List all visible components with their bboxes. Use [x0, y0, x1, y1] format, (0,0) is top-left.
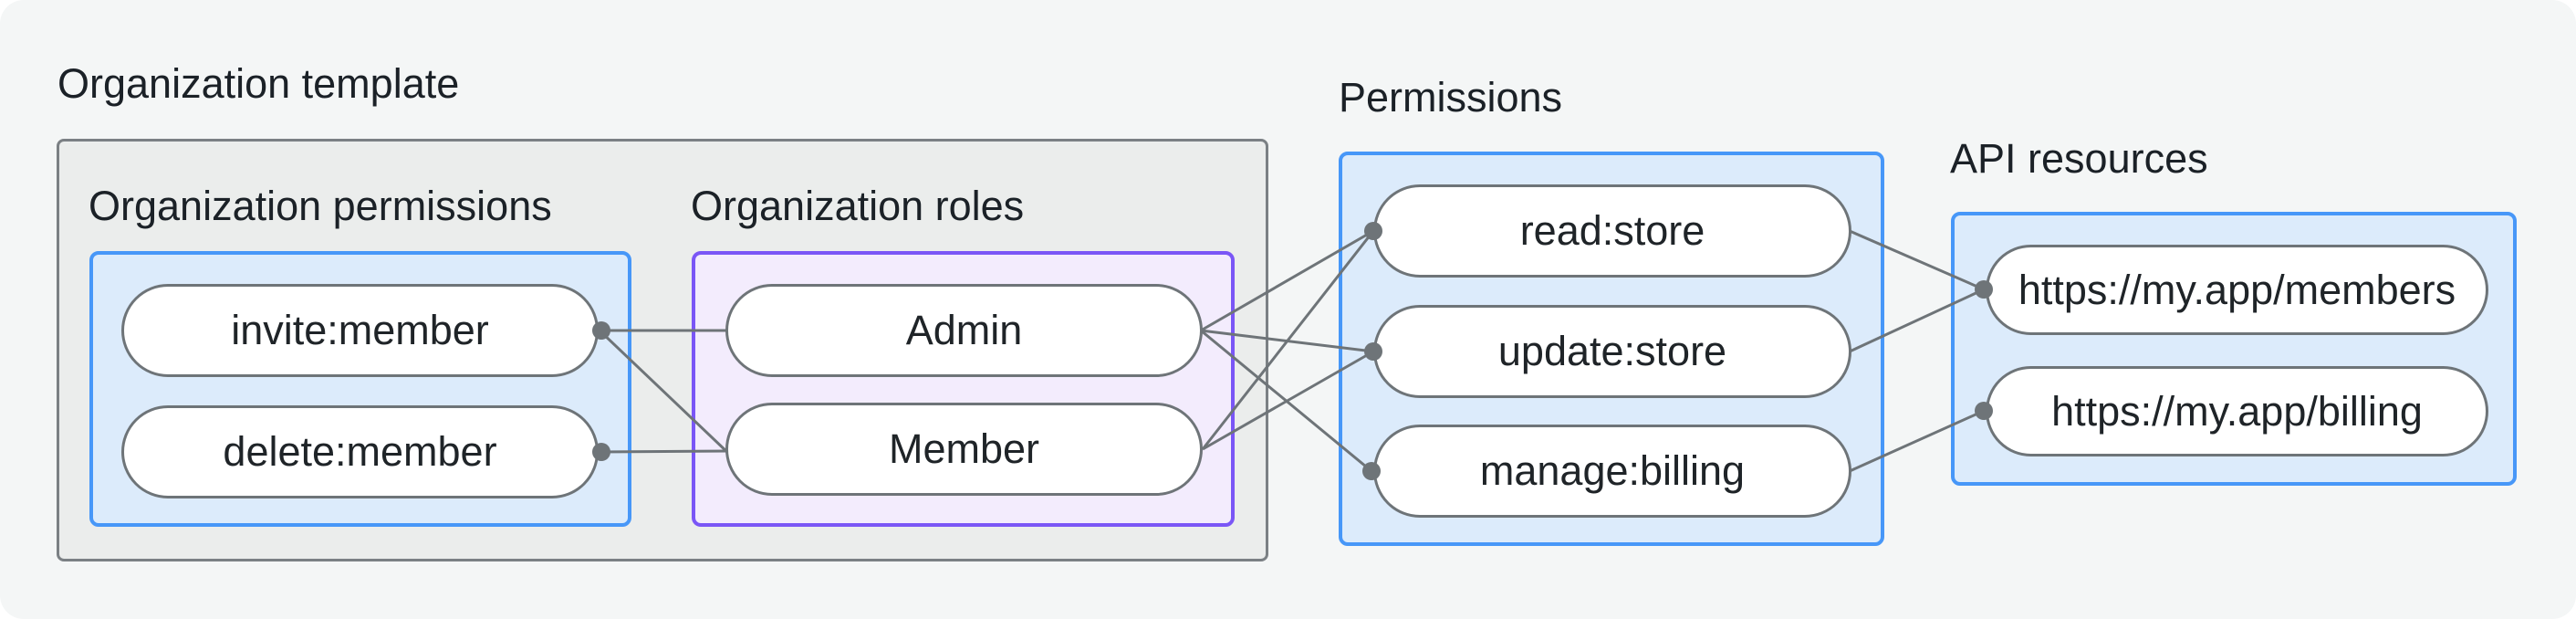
edge-dot-read_store — [1364, 222, 1382, 240]
edge-read_store-to-members_api — [1849, 229, 1985, 291]
organization-template-label: Organization template — [57, 60, 460, 107]
edge-dot-invite_member — [592, 321, 610, 340]
edge-delete_member-to-member — [599, 449, 731, 454]
edge-dot-members_api — [1975, 280, 1993, 299]
organization-roles-label: Organization roles — [691, 183, 1025, 229]
node-member-role: Member — [725, 403, 1203, 496]
node-manage-billing: manage:billing — [1373, 425, 1851, 518]
node-invite-member: invite:member — [121, 284, 599, 377]
edge-update_store-to-members_api — [1849, 288, 1985, 353]
edge-member-to-read_store — [1201, 230, 1375, 450]
permissions-label: Permissions — [1339, 74, 1563, 121]
organization-permissions-label: Organization permissions — [89, 183, 552, 229]
node-update-store: update:store — [1373, 305, 1851, 398]
edge-admin-to-read_store — [1200, 229, 1374, 332]
edge-member-to-update_store — [1202, 350, 1374, 451]
edge-dot-delete_member — [592, 443, 610, 461]
node-read-store: read:store — [1373, 184, 1851, 278]
edge-dot-update_store — [1364, 342, 1382, 361]
node-admin-role: Admin — [725, 284, 1203, 377]
edge-dot-manage_billing — [1362, 462, 1381, 480]
edge-dot-billing_api — [1975, 402, 1993, 420]
node-delete-member: delete:member — [121, 405, 599, 498]
node-api-members-url: https://my.app/members — [1986, 245, 2488, 335]
edge-invite_member-to-member — [598, 329, 732, 456]
api-resources-label: API resources — [1950, 135, 2208, 182]
edge-manage_billing-to-billing_api — [1849, 409, 1985, 473]
node-api-billing-url: https://my.app/billing — [1986, 366, 2488, 456]
